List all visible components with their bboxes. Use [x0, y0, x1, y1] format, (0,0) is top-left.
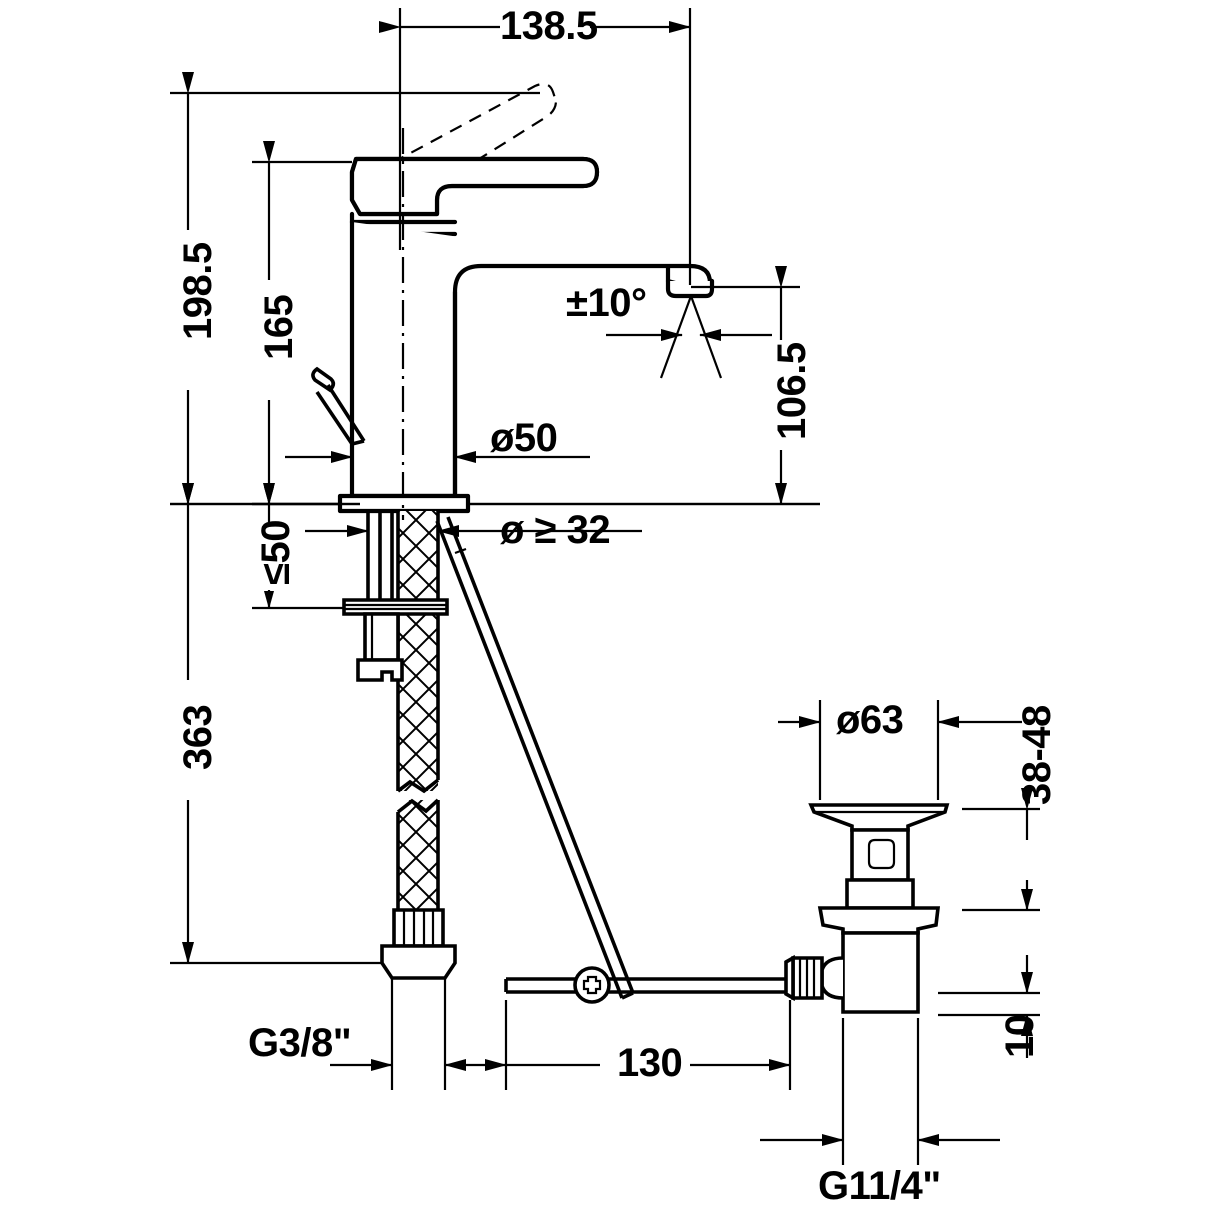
lever-open-position-dashed: [391, 82, 558, 197]
dim-label-body-height: 165: [257, 294, 301, 360]
hose-nut-g38: [380, 944, 457, 980]
dim-label-mounting-hole-diameter: ø ≥ 32: [500, 508, 611, 552]
braided-hose-lower: [396, 798, 440, 910]
dim-label-drain-tail-length: 10: [998, 1014, 1042, 1059]
dim-g38: [330, 978, 505, 1090]
dim-label-hose-thread: G3/8": [248, 1021, 352, 1065]
braided-hose-upper: [396, 511, 440, 794]
pivot-clip: [573, 966, 611, 1004]
dim-label-hose-length: 363: [176, 704, 220, 770]
dim-label-drain-flange-diameter: ø63: [836, 698, 904, 742]
dim-o50: [285, 440, 590, 470]
drain-body-assembly: [784, 803, 950, 1014]
dim-label-spout-outlet-height: 106.5: [770, 342, 814, 440]
dim-o63: [778, 700, 1022, 800]
dim-label-body-diameter: ø50: [490, 416, 558, 460]
dim-label-drain-adjust-range: 38-48: [1015, 705, 1059, 805]
dim-label-aerator-angle: ±10°: [566, 281, 647, 325]
dim-label-drain-thread: G11/4": [818, 1164, 941, 1208]
dim-max-50: [252, 487, 344, 610]
dim-label-spout-reach: 138.5: [500, 4, 598, 48]
dim-g114: [760, 1018, 1000, 1165]
base-escutcheon: [337, 493, 471, 514]
dim-138-5: [379, 8, 692, 285]
dim-106-5: [468, 266, 820, 506]
dim-130: [485, 1000, 792, 1090]
hose-ferrule: [392, 908, 445, 948]
pop-up-linkage: [435, 516, 800, 1004]
dim-10: [938, 955, 1040, 1058]
dim-38-48: [962, 788, 1040, 912]
pop-up-lift-rod: [311, 366, 366, 464]
dim-label-total-height: 198.5: [176, 242, 220, 340]
faucet-assembly: [311, 82, 715, 980]
dim-angle-10: [606, 295, 772, 379]
mounting-clamp-plate: [342, 598, 449, 682]
dim-label-pop-up-rod-length: 130: [617, 1041, 683, 1085]
dim-label-max-counter-thickness: ≤50: [254, 520, 298, 585]
